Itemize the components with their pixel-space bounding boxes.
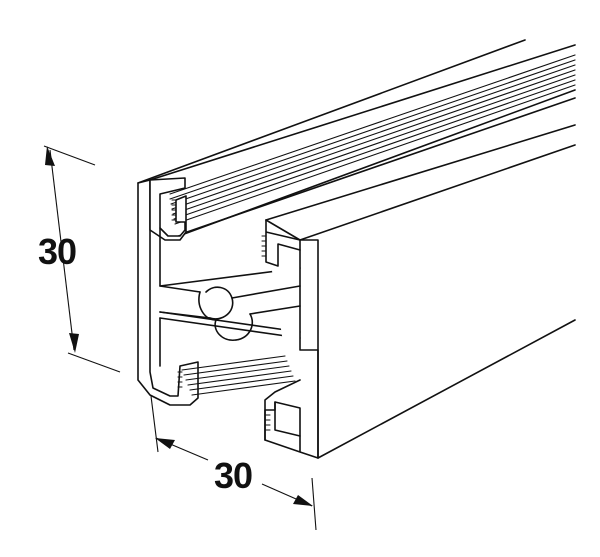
height-arrow-bottom (69, 333, 79, 353)
center-bore (198, 285, 301, 341)
bottom-groove-ribs (181, 355, 296, 396)
serrations (171, 199, 271, 431)
width-dimension (150, 395, 317, 531)
width-arrow-right (293, 495, 313, 506)
height-dimension (43, 145, 121, 373)
height-dimension-label: 30 (38, 231, 77, 272)
width-dimension-label: 30 (214, 455, 253, 496)
profile-cross-section (137, 177, 319, 459)
profile-body (137, 39, 576, 459)
top-groove-ribs (169, 54, 576, 225)
height-arrow-top (45, 146, 55, 166)
width-arrow-left (155, 438, 175, 449)
